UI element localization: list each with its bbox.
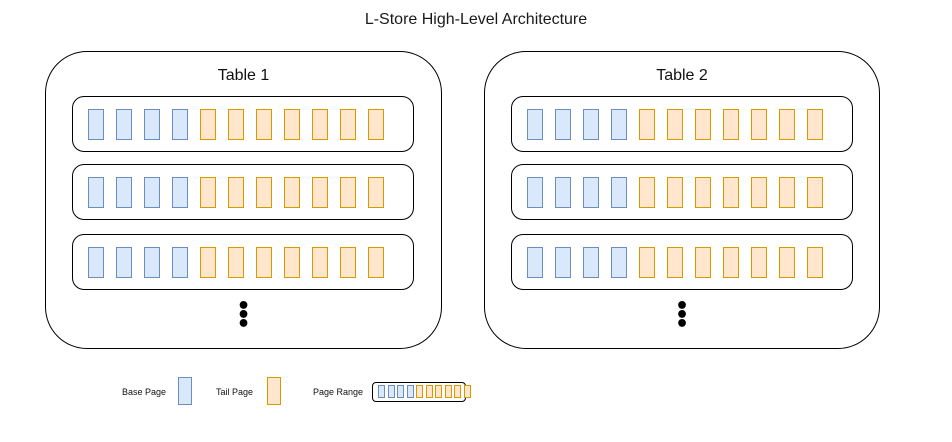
tail-page [284, 109, 300, 140]
tail-page [228, 247, 244, 278]
tail-page [340, 177, 356, 208]
tail-page [639, 177, 655, 208]
ellipsis-dot: • [674, 312, 690, 337]
legend-base-page-swatch [178, 377, 192, 405]
table-2-label: Table 2 [656, 67, 708, 84]
legend-tail-page-label: Tail Page [216, 387, 254, 397]
base-page [116, 177, 132, 208]
base-page [611, 177, 627, 208]
tail-page [368, 247, 384, 278]
tail-page [807, 177, 823, 208]
base-page [611, 109, 627, 140]
base-page [116, 109, 132, 140]
base-page [144, 109, 160, 140]
page-range [511, 96, 853, 152]
legend-mini-base-page [397, 385, 404, 398]
base-page [527, 247, 543, 278]
tail-page [284, 247, 300, 278]
tail-page [723, 247, 739, 278]
base-page [583, 109, 599, 140]
table-1-container: Table 1 ••• [45, 51, 442, 349]
base-page [144, 177, 160, 208]
legend-page-range-swatch [372, 382, 471, 402]
page-range [72, 164, 414, 220]
base-page [88, 109, 104, 140]
tail-page [639, 109, 655, 140]
legend-base-page-label: Base Page [122, 387, 167, 397]
base-page [172, 109, 188, 140]
more-ranges-ellipsis: ••• [485, 296, 879, 337]
more-ranges-ellipsis: ••• [46, 296, 441, 337]
tail-page [200, 247, 216, 278]
tail-page [639, 247, 655, 278]
legend-tail-page-swatch [267, 377, 281, 405]
base-page [144, 247, 160, 278]
tail-page [340, 109, 356, 140]
tail-page [368, 177, 384, 208]
base-page [527, 177, 543, 208]
tail-page [667, 109, 683, 140]
ellipsis-dot: • [236, 312, 251, 337]
table-2-container: Table 2 ••• [484, 51, 880, 349]
legend-mini-tail-page [454, 385, 461, 398]
tail-page [200, 177, 216, 208]
tail-page [751, 109, 767, 140]
diagram-title: L-Store High-Level Architecture [364, 11, 588, 28]
legend-mini-base-page [387, 385, 395, 398]
tail-page [340, 247, 356, 278]
tail-page [667, 177, 683, 208]
legend-mini-base-page [378, 385, 385, 398]
tail-page [779, 177, 795, 208]
base-page [611, 247, 627, 278]
base-page [555, 177, 571, 208]
tail-page [256, 177, 272, 208]
base-page [555, 109, 571, 140]
tail-page [695, 109, 711, 140]
legend-mini-tail-page [444, 385, 452, 398]
tail-page [256, 109, 272, 140]
base-page [527, 109, 543, 140]
legend-mini-base-page [406, 385, 414, 398]
base-page [88, 247, 104, 278]
tail-page [751, 177, 767, 208]
base-page [116, 247, 132, 278]
tail-page [807, 247, 823, 278]
legend-mini-tail-page [425, 385, 433, 398]
base-page [88, 177, 104, 208]
legend: Base Page Tail Page Page Range [0, 377, 952, 407]
tail-page [751, 247, 767, 278]
legend-page-range-label: Page Range [313, 387, 364, 397]
base-page [172, 247, 188, 278]
base-page [555, 247, 571, 278]
tail-page [695, 247, 711, 278]
tail-page [723, 109, 739, 140]
tail-page [200, 109, 216, 140]
tail-page [312, 177, 328, 208]
base-page [583, 247, 599, 278]
table-1-label: Table 1 [217, 67, 270, 84]
legend-mini-tail-page [463, 385, 471, 398]
page-range [72, 96, 414, 152]
tail-page [695, 177, 711, 208]
tail-page [228, 109, 244, 140]
tail-page [256, 247, 272, 278]
tail-page [667, 247, 683, 278]
tail-page [807, 109, 823, 140]
legend-mini-tail-page [416, 385, 423, 398]
tail-page [312, 247, 328, 278]
page-range [511, 164, 853, 220]
tail-page [284, 177, 300, 208]
tail-page [312, 109, 328, 140]
tail-page [723, 177, 739, 208]
tail-page [228, 177, 244, 208]
base-page [583, 177, 599, 208]
page-range [511, 234, 853, 290]
tail-page [779, 109, 795, 140]
page-range [72, 234, 414, 290]
tail-page [779, 247, 795, 278]
base-page [172, 177, 188, 208]
legend-mini-tail-page [435, 385, 442, 398]
tail-page [368, 109, 384, 140]
